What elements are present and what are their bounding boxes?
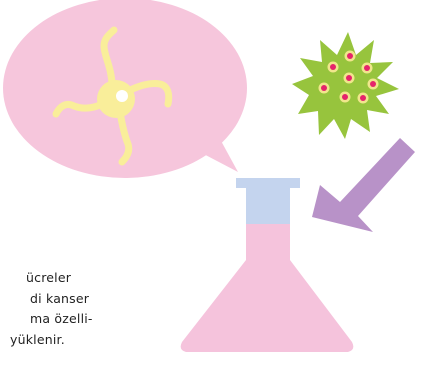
- flask-neck: [246, 186, 290, 224]
- cancer-cell-icon: [292, 32, 399, 139]
- flask-rim: [236, 178, 300, 188]
- caption-line: di kanser: [30, 289, 290, 310]
- caption-text: ücreler di kanser ma özelli- yüklenir.: [0, 268, 260, 350]
- arrow-icon: [312, 138, 415, 232]
- caption-line: ma özelli-: [30, 309, 290, 330]
- caption-line: yüklenir.: [10, 330, 270, 351]
- caption-line: ücreler: [26, 268, 286, 289]
